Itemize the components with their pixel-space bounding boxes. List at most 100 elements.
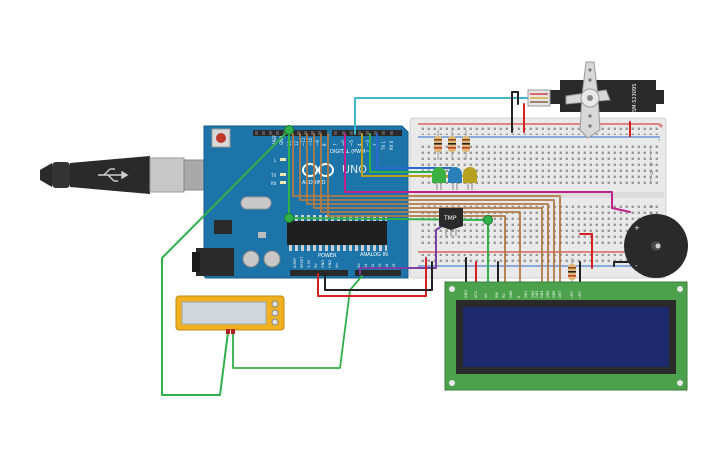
wire-lcd-db6[interactable] <box>299 133 555 291</box>
pin-label: RX 0 <box>389 140 394 150</box>
tmp-label: TMP <box>443 215 457 222</box>
row-letter: j <box>649 146 651 152</box>
led-yellow[interactable] <box>463 167 477 190</box>
pin-label: DB3 <box>535 291 539 298</box>
wire-lcd-db7[interactable] <box>292 133 561 291</box>
pin-label: A1 <box>364 263 368 268</box>
onboard-l-label: L <box>274 158 277 163</box>
pin-label: DB2 <box>531 291 535 298</box>
power-jack <box>196 248 234 276</box>
pin-label: GND <box>464 290 468 298</box>
aref-label: AREF <box>272 134 277 145</box>
power-label: POWER <box>318 253 337 259</box>
wire-led-yellow[interactable] <box>361 133 467 177</box>
breadboard: + - j i h g f e d c b a <box>409 117 667 279</box>
piezo-buzzer[interactable]: + - <box>624 214 688 278</box>
wire-lcd-e[interactable] <box>320 133 521 291</box>
pin-label: RESET <box>300 256 304 268</box>
pin-label: 7 <box>333 143 338 146</box>
resistor-led-2[interactable] <box>448 130 456 160</box>
pin-label: A3 <box>378 263 382 268</box>
pin-label: VCC <box>474 290 478 298</box>
analog-header <box>355 270 401 276</box>
arduino-model-text: UNO <box>342 163 367 176</box>
wire-lcd-rs[interactable] <box>327 133 506 291</box>
servo-motor[interactable]: SM-S2309S <box>527 61 664 139</box>
pin-label: IOREF <box>293 258 297 268</box>
wire-buzzer-gnd[interactable] <box>613 261 631 267</box>
row-letters-top: j i h g f <box>649 146 653 184</box>
arduino-logo <box>302 163 334 177</box>
row-letter: g <box>650 170 653 176</box>
atmega-chip <box>287 221 387 245</box>
pin-label: DB4 <box>540 290 544 298</box>
analog-in-label: ANALOG IN <box>360 252 388 258</box>
onboard-rx-label: RX <box>271 181 277 186</box>
wire-lcd-db5[interactable] <box>306 133 549 291</box>
wires <box>161 91 631 396</box>
wire-tmp-signal[interactable] <box>359 221 449 275</box>
pin-label: 12 <box>294 140 299 146</box>
pin-label: DB0 <box>509 291 513 298</box>
usb-icon <box>98 168 129 182</box>
led-green[interactable] <box>432 167 446 190</box>
pin-label: RS <box>502 293 506 298</box>
wire-gnd-power[interactable] <box>324 261 433 291</box>
pin-label: TX 1 <box>381 141 386 151</box>
pin-label: DB1 <box>524 291 528 298</box>
lcd-screen <box>463 307 669 367</box>
temperature-sensor[interactable]: TMP <box>439 208 463 236</box>
gnd-label: GND <box>279 136 284 145</box>
pin-label: 3.3V <box>307 259 311 268</box>
servo-label: SM-S2309S <box>632 84 638 112</box>
pin-label: ~9 <box>315 140 320 146</box>
pin-label: DB5 <box>546 291 550 298</box>
row-letter: f <box>650 178 652 184</box>
digital-pin-labels-right: 7 ~6 ~5 4 ~3 2 TX 1 RX 0 <box>333 140 394 151</box>
usb-cable <box>40 156 209 194</box>
resistor-led-1[interactable] <box>434 130 442 160</box>
wire-5v[interactable] <box>317 257 427 297</box>
pin-label: ~11 <box>301 137 306 146</box>
wire-led-green[interactable] <box>369 133 437 173</box>
wire-servo-gnd[interactable] <box>511 91 519 133</box>
power-header <box>290 270 348 276</box>
digital-pwm-label: DIGITAL (PWM~) <box>330 149 372 155</box>
pin-label: A0 <box>357 263 361 268</box>
pin-label: ~5 <box>349 140 354 146</box>
power-pin-labels: IOREF RESET 3.3V 5V GND GND Vin <box>293 256 339 268</box>
potentiometer[interactable] <box>175 295 285 334</box>
wire-lcd-db4[interactable] <box>313 133 543 291</box>
pin-label: GND <box>328 260 332 268</box>
pin-label: V0 <box>484 293 488 298</box>
wire-pot-wiper[interactable] <box>232 275 363 369</box>
wire-lcd-led-plus[interactable] <box>579 233 593 269</box>
lcd-pin-labels: GND VCC V0 RS RW E DB0 DB1 DB2 DB3 DB4 D… <box>464 290 582 298</box>
resistor-led-3[interactable] <box>462 130 470 160</box>
resistor-lcd-backlight[interactable] <box>568 258 576 290</box>
rail-minus-label: - <box>658 136 661 144</box>
rail-plus-label: + <box>658 122 664 130</box>
pin-label: GND <box>321 260 325 268</box>
led-blue[interactable] <box>448 167 462 190</box>
pin-label: LED <box>570 291 574 298</box>
pin-label: E <box>517 296 521 298</box>
pin-label: A5 <box>392 263 396 268</box>
pin-label: DB6 <box>552 291 556 298</box>
row-letter: h <box>650 162 653 168</box>
pin-label: Vin <box>335 262 339 268</box>
pin-label: LED <box>578 291 582 298</box>
pin-label: ~10 <box>308 137 313 146</box>
lcd-16x2[interactable]: GND VCC V0 RS RW E DB0 DB1 DB2 DB3 DB4 D… <box>444 281 688 391</box>
onboard-tx-label: TX <box>270 173 276 178</box>
buzzer-minus-label: - <box>635 262 638 270</box>
pin-label: A2 <box>371 263 375 268</box>
pin-label: 8 <box>322 143 327 146</box>
wire-buzzer-signal[interactable] <box>344 133 631 213</box>
row-letter: i <box>650 154 651 160</box>
pin-label: ~3 <box>365 140 370 146</box>
wire-led-blue[interactable] <box>376 133 453 169</box>
analog-pin-labels: A0 A1 A2 A3 A4 A5 <box>357 263 396 268</box>
pin-label: 2 <box>373 143 378 146</box>
wire-gnd-left[interactable] <box>161 129 290 396</box>
